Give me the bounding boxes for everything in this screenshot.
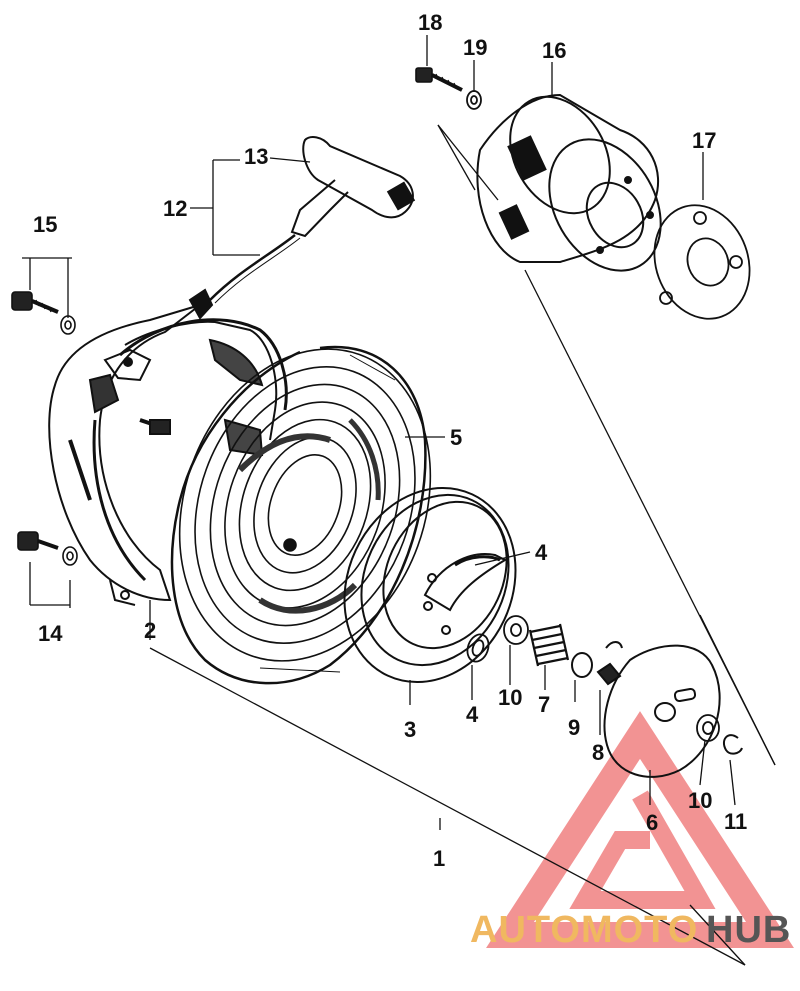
part-12-rope: [209, 234, 301, 304]
automotohub-wordmark: AUTOMOTO HUB: [470, 909, 791, 951]
callout-2: 2: [144, 618, 156, 643]
callout-5: 5: [450, 425, 462, 450]
callout-10-a: 10: [498, 685, 522, 710]
callout-labels: 18 19 16 17 13 12 15 5 4 2 14 3 4 10 7 9…: [33, 10, 747, 871]
part-10-washer: [503, 615, 529, 645]
wordmark-hub: HUB: [706, 909, 791, 951]
part-2-starter-case: [48, 288, 278, 606]
callout-11: 11: [724, 809, 747, 834]
part-16-starter-pulley: [476, 93, 662, 272]
callout-1: 1: [433, 846, 445, 871]
callout-15: 15: [33, 212, 57, 237]
part-17-plate: [653, 204, 751, 320]
leader-lines: [22, 35, 776, 966]
callout-6: 6: [646, 810, 658, 835]
callout-9: 9: [568, 715, 580, 740]
part-15-bolt: [11, 291, 76, 335]
callout-7: 7: [538, 692, 550, 717]
part-7-spring: [528, 623, 570, 667]
callout-16: 16: [542, 38, 566, 63]
part-9-clip: [571, 652, 593, 678]
part-18-bolt: [415, 67, 463, 92]
wordmark-automoto: AUTOMOTO: [470, 909, 698, 951]
part-6-cover-plate: [603, 644, 721, 778]
callout-10-b: 10: [688, 788, 712, 813]
part-4-washer: [466, 633, 490, 663]
part-5-recoil-spring: [178, 348, 432, 662]
callout-3: 3: [404, 717, 416, 742]
callout-4-upper: 4: [535, 540, 548, 565]
callout-4-lower: 4: [466, 702, 479, 727]
part-10-washer-lower: [696, 714, 720, 742]
callout-19: 19: [463, 35, 487, 60]
outer-retainer-ring: [170, 345, 427, 685]
callout-8: 8: [592, 740, 604, 765]
part-11-eclip: [722, 734, 743, 755]
part-13-handle: [290, 136, 416, 238]
callout-13: 13: [244, 144, 268, 169]
callout-14: 14: [38, 621, 63, 646]
callout-12: 12: [163, 196, 187, 221]
part-3-rope-reel: [343, 486, 517, 684]
part-19-washer: [466, 90, 482, 110]
automotohub-logo: [486, 711, 794, 948]
part-14-bolt: [17, 531, 78, 566]
callout-17: 17: [692, 128, 716, 153]
part-8-collar: [596, 641, 623, 686]
case-gasket-ring: [92, 318, 288, 582]
callout-18: 18: [418, 10, 442, 35]
